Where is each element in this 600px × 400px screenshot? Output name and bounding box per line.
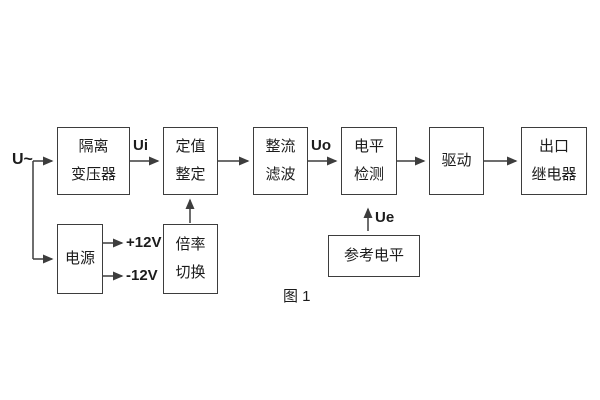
block-ratio-switch-line2: 切换: [175, 264, 206, 281]
block-rectify-filter: 整流 滤波: [253, 127, 308, 195]
block-level-detect-line2: 检测: [353, 166, 384, 183]
block-level-detect: 电平 检测: [341, 127, 397, 195]
block-ratio-switch: 倍率 切换: [163, 224, 218, 294]
block-rectify-filter-line1: 整流: [265, 138, 296, 155]
block-output-relay: 出口 继电器: [521, 127, 587, 195]
signal-label-uo: Uo: [311, 137, 331, 154]
block-isolation-transformer: 隔离 变压器: [57, 127, 130, 195]
signal-label-plus12v: +12V: [126, 234, 162, 251]
block-isolation-transformer-line2: 变压器: [70, 166, 116, 183]
block-setpoint-setting-line1: 定值: [175, 138, 206, 155]
block-rectify-filter-line2: 滤波: [265, 166, 296, 183]
block-power-supply-label: 电源: [64, 250, 95, 267]
block-reference-level-label: 参考电平: [343, 247, 404, 264]
block-reference-level: 参考电平: [328, 235, 420, 277]
signal-label-ue: Ue: [375, 209, 395, 226]
block-power-supply: 电源: [57, 224, 103, 294]
block-isolation-transformer-line1: 隔离: [78, 138, 109, 155]
signal-label-ui: Ui: [133, 137, 148, 154]
signal-label-input-voltage: U~: [12, 151, 33, 168]
block-output-relay-line2: 继电器: [531, 166, 577, 183]
block-setpoint-setting: 定值 整定: [163, 127, 218, 195]
block-drive-label: 驱动: [441, 152, 472, 169]
block-level-detect-line1: 电平: [353, 138, 384, 155]
figure-caption: 图 1: [283, 288, 311, 305]
block-output-relay-line1: 出口: [538, 138, 569, 155]
block-drive: 驱动: [429, 127, 484, 195]
block-ratio-switch-line1: 倍率: [175, 236, 206, 253]
signal-label-minus12v: -12V: [126, 267, 158, 284]
block-setpoint-setting-line2: 整定: [175, 166, 206, 183]
